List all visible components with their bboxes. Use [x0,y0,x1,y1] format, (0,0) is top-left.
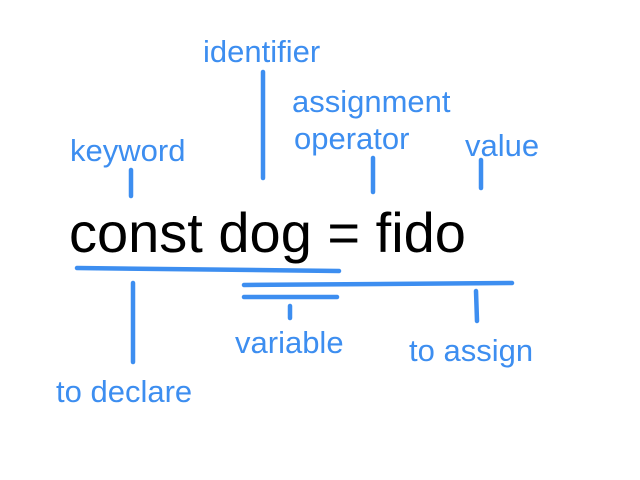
to-declare-label: to declare [56,374,193,409]
value-label: value [465,128,540,163]
operator-label: operator [294,121,410,156]
variable-label: variable [235,325,344,360]
identifier-label: identifier [203,34,321,69]
assignment-underline [241,280,515,288]
to-assign-pointer-line [473,288,480,324]
keyword-label: keyword [70,133,186,168]
code-statement: const dog = fido [69,201,466,264]
to-assign-label: to assign [409,333,534,368]
assignment-label: assignment [292,84,451,119]
declaration-underline [74,265,342,274]
